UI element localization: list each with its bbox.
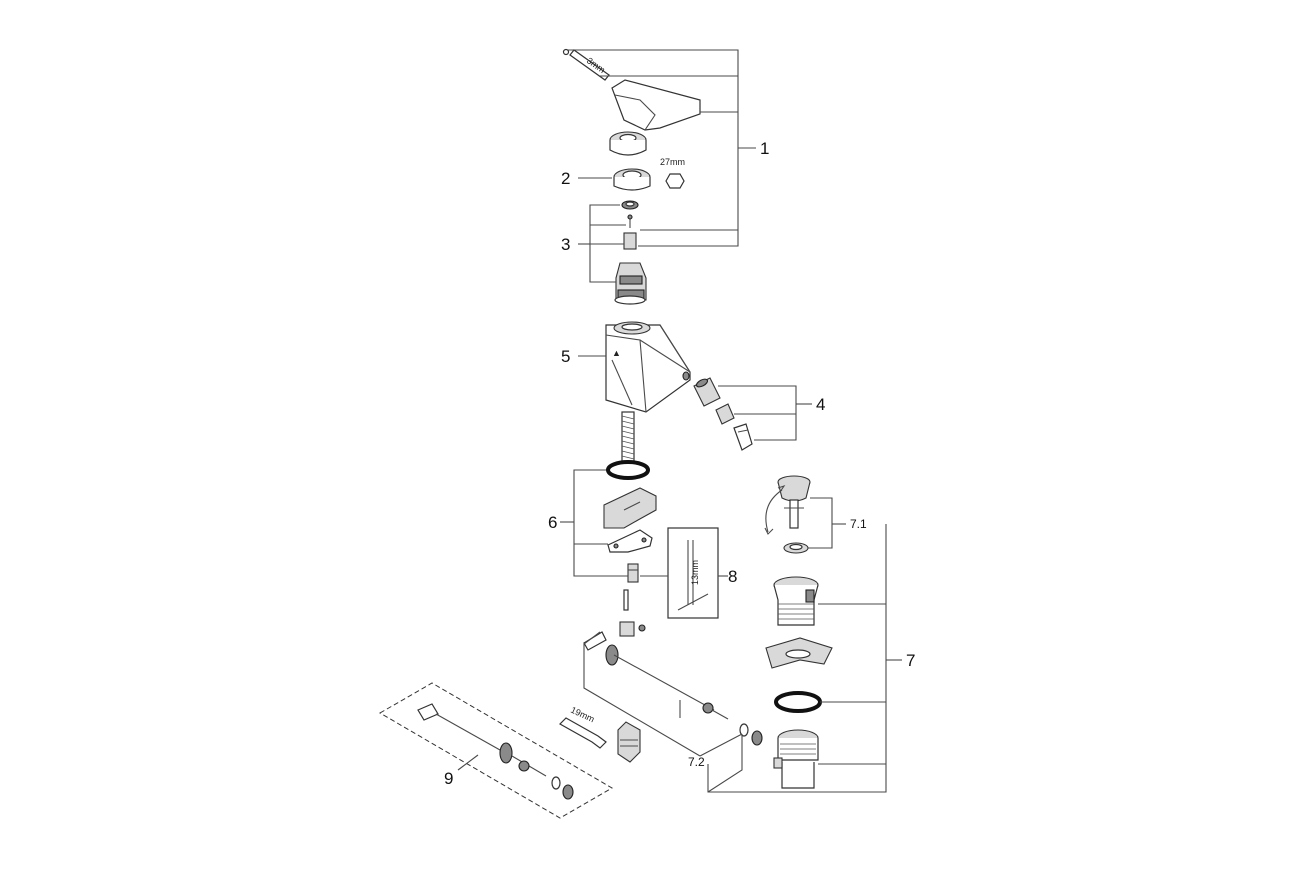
threaded-studs — [621, 411, 635, 463]
callout-labels: 1 2 3 4 5 6 7 7.1 7.2 8 9 — [444, 139, 915, 788]
extension-rod-kit — [379, 682, 613, 819]
svg-text:▲: ▲ — [612, 348, 621, 358]
lever-handle — [611, 79, 701, 131]
fixing-plate — [603, 487, 657, 529]
callout-3: 3 — [561, 235, 570, 254]
callout-6: 6 — [548, 513, 557, 532]
faucet-body: ▲ — [605, 321, 691, 463]
waste-body — [773, 576, 819, 626]
callout-4: 4 — [816, 395, 825, 414]
callout-2: 2 — [561, 169, 570, 188]
angle-valves — [617, 721, 641, 763]
callout-9: 9 — [444, 769, 453, 788]
rod-detail-box: 13mm — [667, 527, 719, 619]
callout-5: 5 — [561, 347, 570, 366]
horseshoe-washer — [607, 529, 653, 553]
callout-7: 7 — [906, 651, 915, 670]
hex-nut-icon — [665, 173, 685, 189]
fixing-set — [603, 460, 657, 611]
callout-7-1: 7.1 — [850, 517, 867, 531]
hex-nut-size-label: 27mm — [660, 157, 685, 167]
leader-lines — [457, 49, 902, 793]
o-ring — [606, 460, 650, 480]
waste-outlet — [773, 729, 819, 789]
allen-key-3mm: 3mm — [569, 49, 610, 81]
wrench-19mm: 19mm — [559, 705, 607, 749]
cartridge-assembly — [614, 200, 647, 305]
waste-set — [764, 475, 833, 789]
popup-plug — [777, 475, 811, 529]
callout-7-2: 7.2 — [688, 755, 705, 769]
aerator-assembly — [693, 377, 753, 451]
lever-handle-assembly: 3mm — [562, 48, 701, 156]
rod-length-label: 13mm — [690, 560, 700, 585]
hex-nut-27mm: 27mm — [613, 157, 685, 191]
callout-8: 8 — [728, 567, 737, 586]
callout-1: 1 — [760, 139, 769, 158]
popup-rod-assembly — [583, 621, 763, 746]
